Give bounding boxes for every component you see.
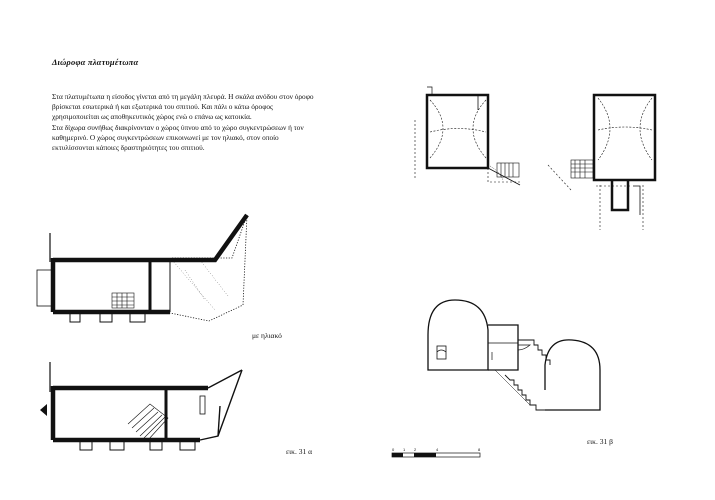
floor-plan-with-sunroom: [36, 213, 249, 323]
paragraph-1: Στα πλατυμέτωπα η είσοδος γίνεται από τη…: [52, 92, 314, 122]
scale-tick: 2: [414, 447, 417, 452]
scale-tick: 0: [392, 447, 395, 452]
page-title: Διώροφα πλατυμέτωπα: [52, 57, 139, 67]
floor-plan-small-right: [547, 93, 657, 230]
caption-with-sunroom: με ηλιακό: [252, 331, 282, 340]
scale-tick: 1: [403, 447, 406, 452]
paragraph-2: Στα δίχωρα συνήθως διακρίνονταν ο χώρος …: [52, 122, 304, 153]
scale-tick: 4: [436, 447, 439, 452]
floor-plan-small-left: [414, 86, 521, 186]
figure-label-31b: εικ. 31 β: [587, 437, 613, 446]
floor-plan-lower: [40, 362, 243, 451]
section-drawing: [427, 299, 601, 411]
description-text: Στα πλατυμέτωπα η είσοδος γίνεται από τη…: [52, 92, 317, 153]
scale-bar: [391, 452, 481, 458]
figure-label-31a: εικ. 31 α: [286, 447, 313, 456]
scale-tick: 8: [478, 447, 481, 452]
